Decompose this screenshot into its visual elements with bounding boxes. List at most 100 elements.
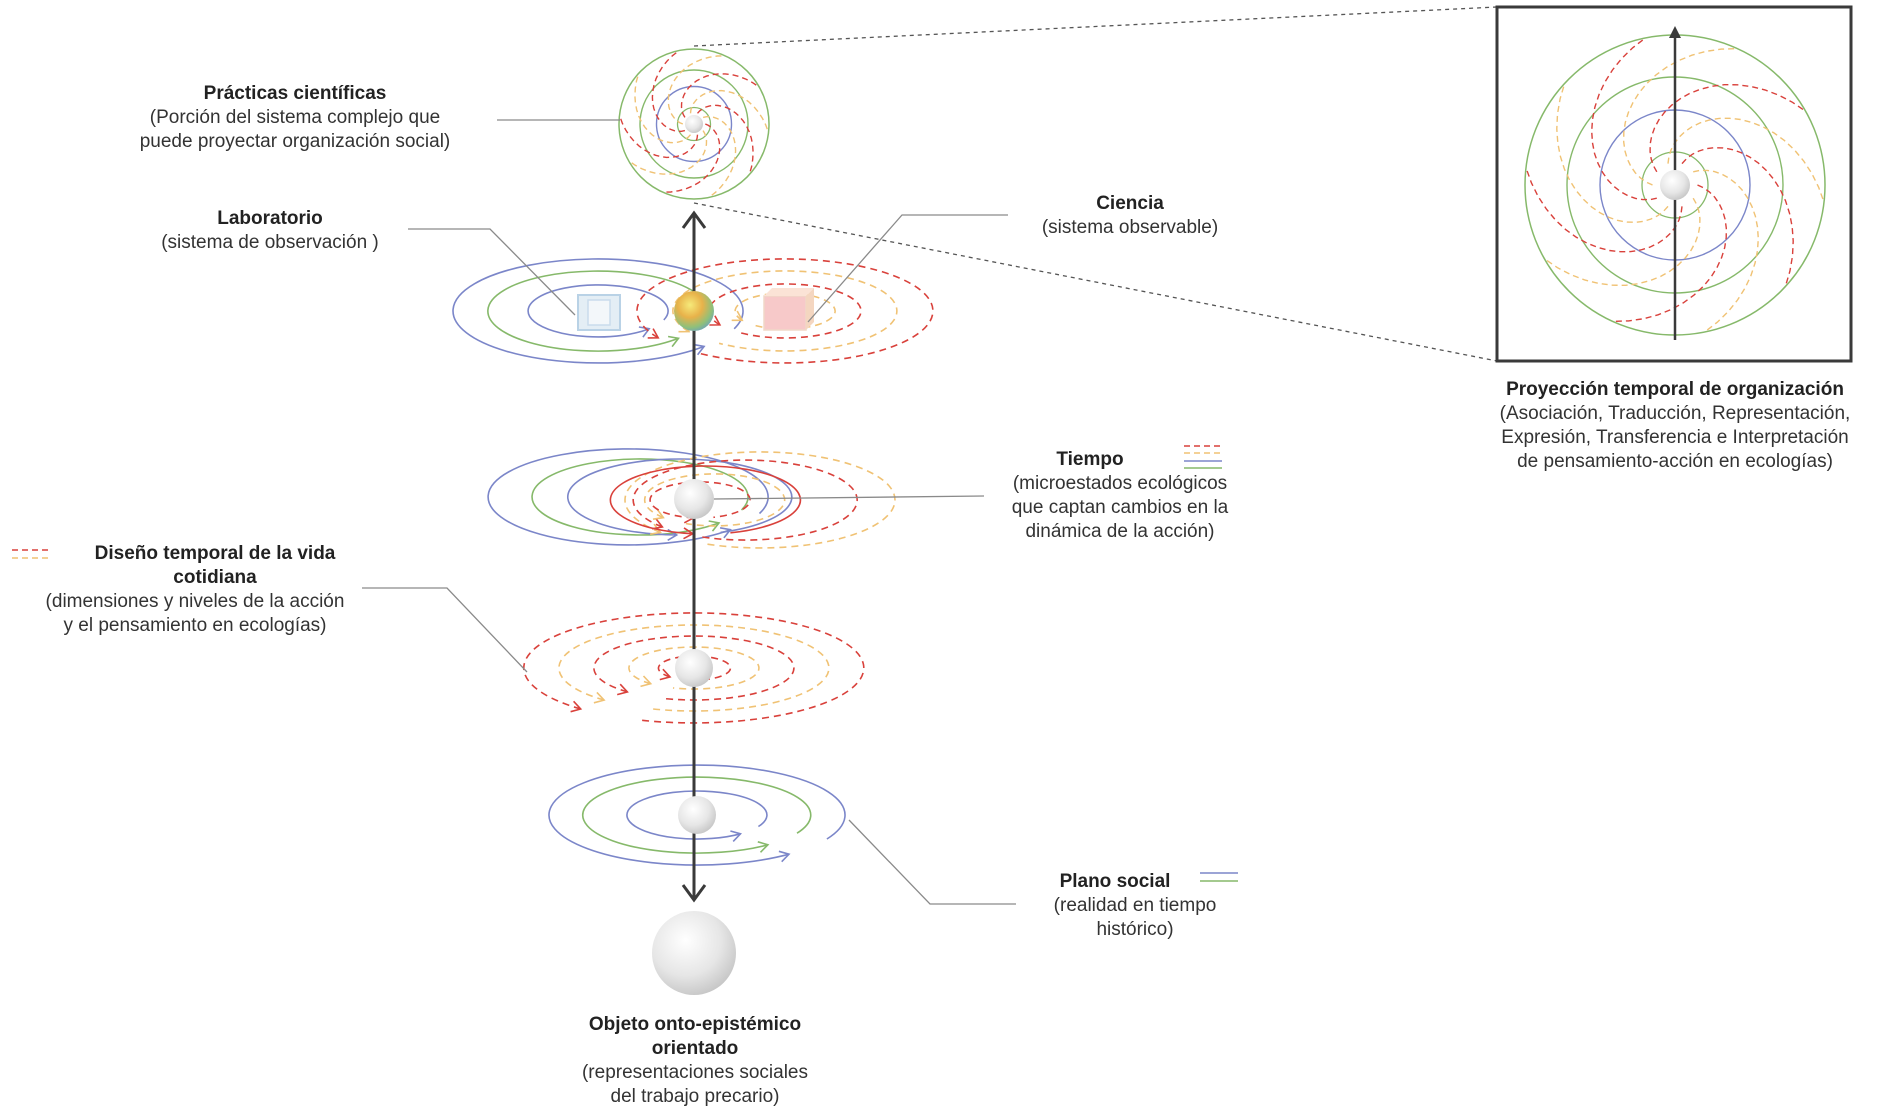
- axis-spheres: [652, 291, 736, 995]
- inset-axis-arrowhead: [1669, 26, 1681, 38]
- lab-ring-outer-arrowhead: [693, 343, 706, 356]
- inset-globe-spiral: [1681, 146, 1794, 287]
- top-globe-spiral: [689, 89, 770, 133]
- label-objeto-title1: Objeto onto-epistémico: [588, 1014, 802, 1035]
- axis-arrowhead-up: [681, 210, 707, 229]
- design-ring-center: [657, 655, 732, 681]
- laboratory-science-rings: [452, 258, 934, 364]
- social-ring-inner: [626, 790, 768, 840]
- label-proyeccion-line1: (Asociación, Traducción, Representación,: [1499, 403, 1851, 424]
- label-diseno-title1: Diseño temporal de la vida: [94, 543, 336, 564]
- social-ring-outer: [548, 764, 846, 866]
- design-ring-mid-arrowhead: [593, 691, 606, 704]
- science-ring-core-arrowhead: [731, 310, 744, 322]
- label-plano-title: Plano social: [1059, 871, 1171, 892]
- social-plane-rings: [548, 764, 846, 866]
- top-globe-center-sphere: [685, 115, 703, 133]
- science-ring-outer-arrowhead: [647, 328, 660, 339]
- time-ring-yellow-outer-arrowhead: [649, 523, 662, 535]
- science-ring-inner: [708, 283, 862, 339]
- top-globe-spiral: [696, 104, 754, 176]
- label-diseno: Diseño temporal de la vida cotidiana (di…: [20, 542, 370, 638]
- label-tiempo: Tiempo (microestados ecológicos que capt…: [985, 448, 1255, 544]
- social-ring-mid-arrowhead: [757, 841, 770, 853]
- lab-ring-mid-arrowhead: [667, 335, 680, 348]
- axis-arrowhead-down: [681, 884, 707, 903]
- time-ring-yellow-inner: [643, 473, 786, 527]
- label-objeto: Objeto onto-epistémico orientado (repres…: [560, 1013, 830, 1109]
- projection-line-bottom: [693, 202, 1498, 362]
- top-globe-spiral: [702, 116, 737, 199]
- label-diseno-title2: cotidiana: [173, 567, 257, 588]
- label-laboratorio-title: Laboratorio: [217, 208, 323, 229]
- inset-globe-spiral: [1556, 83, 1669, 224]
- time-sphere: [674, 479, 714, 519]
- top-globe-spiral: [618, 115, 699, 159]
- leader-plano: [848, 819, 1016, 905]
- leader-tiempo: [713, 495, 985, 500]
- scientific-practices-globe: [618, 48, 770, 200]
- design-ring-core-arrowhead: [640, 675, 653, 688]
- label-practicas-line2: puede proyectar organización social): [139, 131, 451, 152]
- legend-tiempo: [1184, 445, 1222, 469]
- design-ring-center-arrowhead: [659, 668, 672, 681]
- time-ring-red-solid: [609, 465, 802, 535]
- label-tiempo-line3: dinámica de la acción): [1025, 521, 1215, 542]
- design-ring-inner-arrowhead: [616, 683, 629, 696]
- top-globe-spiral: [680, 73, 760, 118]
- inset-globe-spiral: [1612, 184, 1728, 323]
- label-tiempo-title: Tiempo: [1056, 449, 1124, 470]
- time-ring-red-outer-arrowhead: [651, 518, 664, 530]
- design-ring-core: [628, 646, 760, 690]
- time-ring-blue-outer-arrowhead: [719, 527, 732, 539]
- label-proyeccion-line2: Expresión, Transferencia e Interpretació…: [1501, 427, 1849, 448]
- inset-center-sphere: [1660, 170, 1690, 200]
- science-cube: [763, 288, 814, 331]
- label-diseno-line2: y el pensamiento en ecologías): [63, 615, 327, 636]
- leader-ciencia: [807, 214, 1008, 323]
- design-ring-outer-arrowhead: [570, 700, 583, 713]
- projection-inset: [1495, 5, 1853, 363]
- inset-globe-spiral: [1693, 169, 1760, 333]
- science-ring-outer: [636, 258, 934, 364]
- top-globe-ring-core: [676, 106, 712, 142]
- top-globe-spiral: [667, 55, 726, 125]
- science-sphere: [674, 291, 714, 331]
- inset-globe-spiral: [1649, 83, 1807, 173]
- lab-ring-mid: [487, 270, 709, 352]
- label-tiempo-line1: (microestados ecológicos: [1012, 473, 1228, 494]
- legend-plano: [1200, 872, 1238, 882]
- science-ring-inner-arrowhead: [709, 315, 722, 326]
- label-objeto-line2: del trabajo precario): [610, 1086, 780, 1107]
- label-ciencia: Ciencia (sistema observable): [1005, 192, 1255, 240]
- inset-globe-spiral: [1590, 37, 1657, 201]
- label-objeto-title2: orientado: [651, 1038, 739, 1059]
- top-globe-spiral: [651, 49, 686, 132]
- time-ring-blue-outer: [487, 448, 769, 546]
- label-practicas-line1: (Porción del sistema complejo que: [149, 107, 441, 128]
- social-ring-mid: [581, 776, 812, 854]
- projection-lines: [693, 6, 1498, 362]
- label-proyeccion-title: Proyección temporal de organización: [1506, 379, 1844, 400]
- label-objeto-line1: (representaciones sociales: [581, 1062, 808, 1083]
- label-laboratorio: Laboratorio (sistema de observación ): [120, 207, 420, 255]
- time-ring-green: [531, 458, 749, 536]
- label-proyeccion: Proyección temporal de organización (Aso…: [1470, 378, 1880, 474]
- top-globe-spiral: [662, 123, 721, 193]
- design-sphere: [675, 649, 713, 687]
- design-ring-mid: [558, 624, 830, 712]
- lab-ring-outer: [452, 258, 744, 364]
- time-ring-yellow-inner-arrowhead: [652, 508, 665, 520]
- top-globe-ring-blue: [655, 85, 733, 163]
- design-ring-inner: [593, 635, 795, 701]
- projection-line-top: [693, 6, 1498, 47]
- top-globe-ring-green: [639, 69, 749, 179]
- top-globe-outline: [618, 48, 770, 200]
- leader-diseno: [362, 587, 528, 673]
- label-plano-line1: (realidad en tiempo: [1053, 895, 1217, 916]
- social-sphere: [678, 796, 716, 834]
- design-ring-outer: [523, 612, 865, 724]
- lab-ring-inner-arrowhead: [638, 326, 651, 338]
- label-ciencia-title: Ciencia: [1096, 193, 1164, 214]
